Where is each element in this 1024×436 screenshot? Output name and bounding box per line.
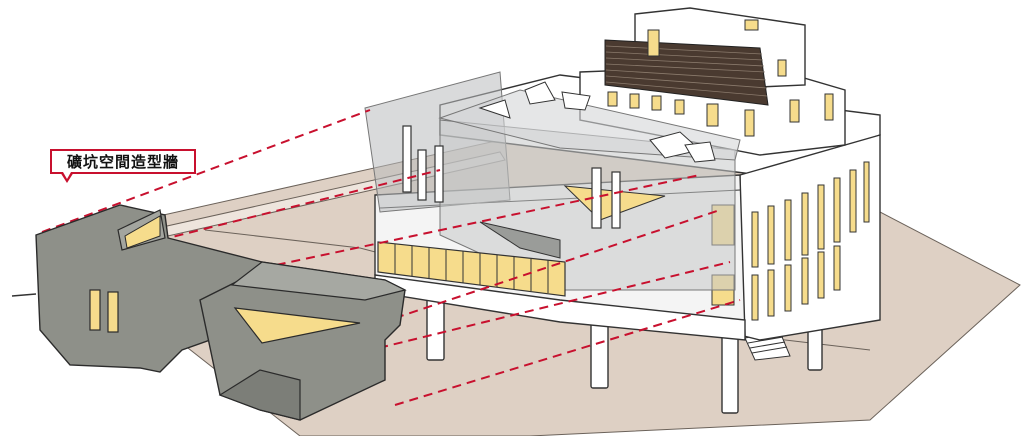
feature-wall <box>11 204 407 421</box>
roof-shards <box>478 81 716 163</box>
feature-wall-label: 礦坑空間造型牆 <box>50 149 196 174</box>
right-facade-windows <box>751 161 870 321</box>
callout-pointer-fill <box>63 172 71 179</box>
wall-window-1 <box>89 289 101 331</box>
projection-lines <box>41 109 741 406</box>
wall-wedge-opening <box>233 307 361 344</box>
glazing-mullions <box>394 244 549 293</box>
penthouse-windows <box>607 91 834 137</box>
canopy-fan <box>479 221 561 259</box>
structural-posts <box>402 125 621 229</box>
roof-louver <box>604 39 769 106</box>
wall-window-2 <box>107 291 119 333</box>
glazing-band <box>377 241 566 297</box>
louver-lines <box>605 45 768 97</box>
wall-upper-face <box>230 261 407 301</box>
wall-lower-face <box>218 369 301 421</box>
wall-slot-window <box>124 215 161 249</box>
top-box-windows <box>647 19 787 77</box>
